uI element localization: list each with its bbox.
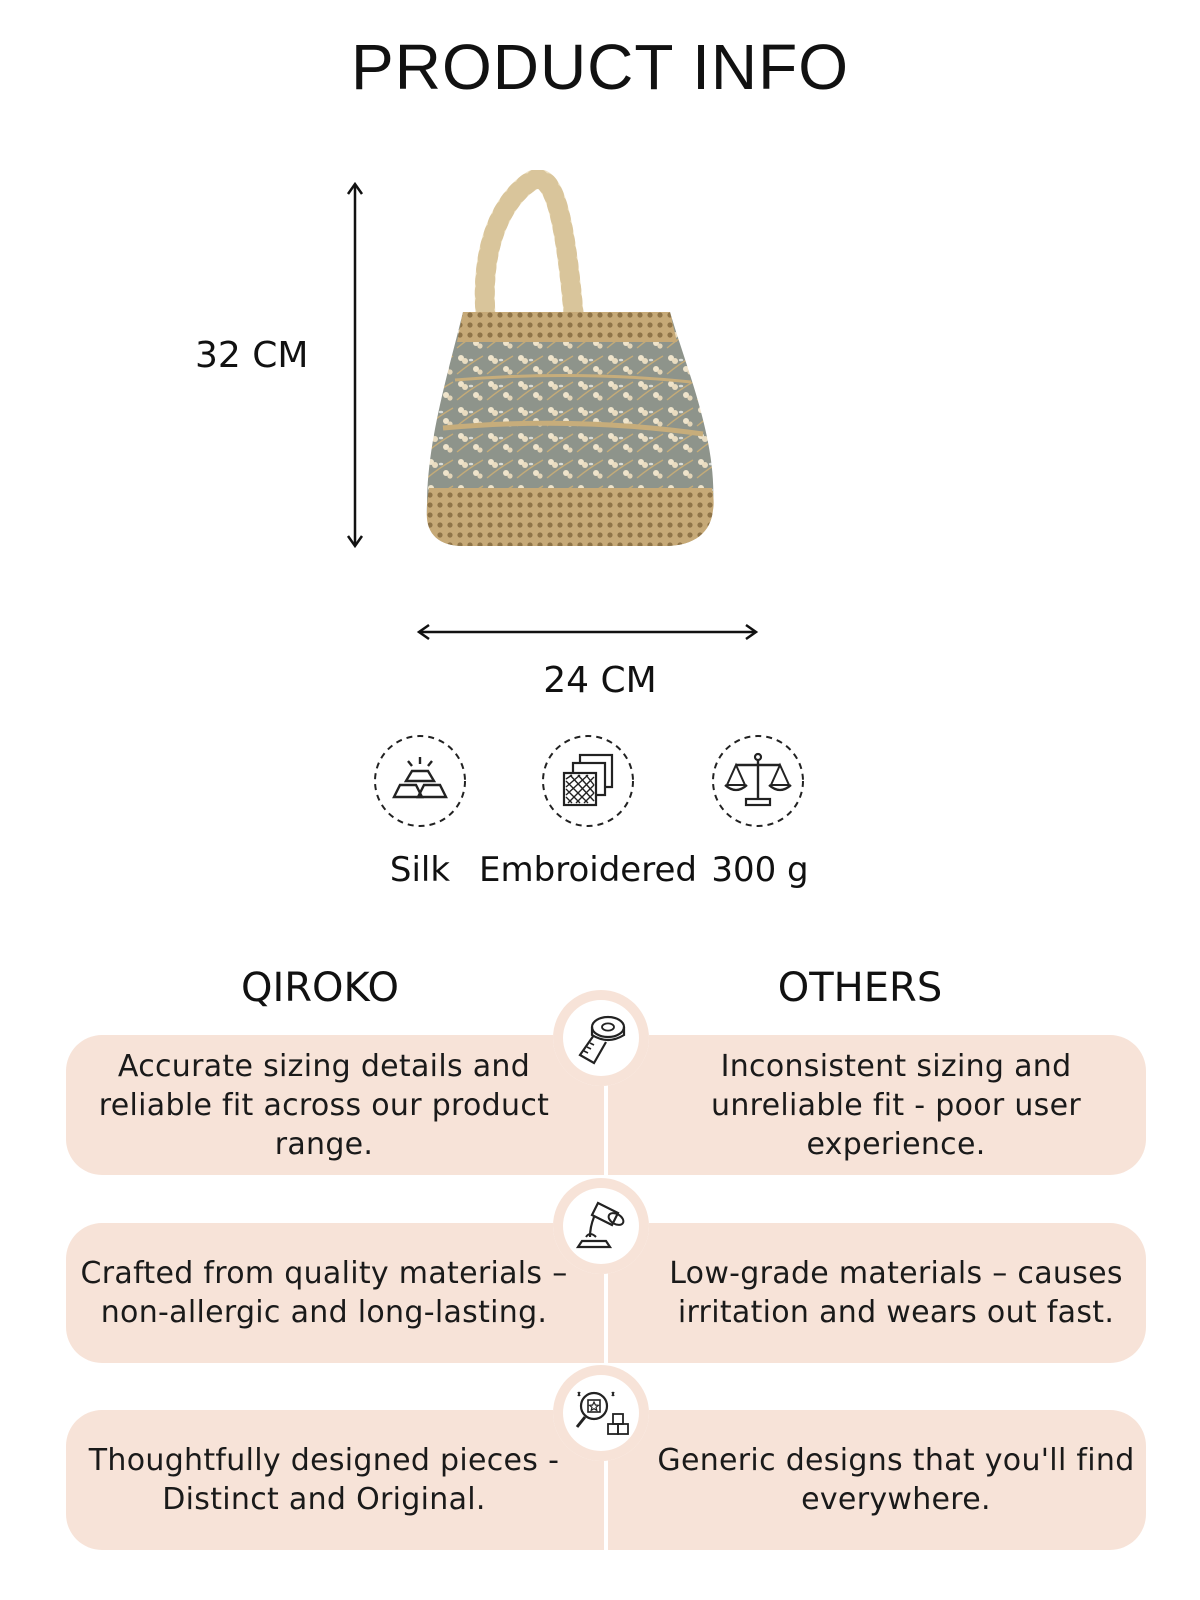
others-design-text: Generic designs that you'll find everywh…: [657, 1443, 1135, 1517]
feature-silk: [372, 733, 468, 829]
feature-label-weight: 300 g: [711, 850, 809, 890]
materials-badge: [553, 1178, 649, 1274]
others-materials-text: Low-grade materials – causes irritation …: [669, 1256, 1123, 1330]
comparison-row-sizing: Accurate sizing details and reliable fit…: [66, 1035, 1146, 1175]
sizing-badge: [553, 990, 649, 1086]
row-divider: [604, 1410, 608, 1550]
silk-bars-icon: [374, 735, 466, 827]
design-magnifier-icon: [575, 1391, 629, 1435]
height-label: 32 CM: [195, 335, 309, 376]
measuring-tape-icon: [578, 1015, 626, 1065]
page-title: PRODUCT INFO: [351, 31, 849, 103]
width-dimension-arrow: [416, 623, 759, 641]
others-heading: OTHERS: [777, 965, 943, 1011]
others-sizing-text: Inconsistent sizing and unreliable fit -…: [711, 1048, 1081, 1162]
feature-label-silk: Silk: [389, 850, 451, 890]
feature-label-embroidered: Embroidered: [479, 850, 697, 890]
embroidered-fabric-icon: [542, 735, 634, 827]
weight-scale-icon: [712, 735, 804, 827]
qiroko-materials-text: Crafted from quality materials – non-all…: [80, 1256, 568, 1330]
height-dimension-arrow: [346, 181, 364, 549]
design-badge: [553, 1365, 649, 1461]
feature-embroidered: [540, 733, 636, 829]
material-pour-icon: [575, 1201, 625, 1249]
row-divider: [604, 1035, 608, 1175]
feature-weight: [710, 733, 806, 829]
width-label: 24 CM: [543, 660, 657, 701]
row-divider: [604, 1223, 608, 1363]
qiroko-design-text: Thoughtfully designed pieces - Distinct …: [88, 1443, 560, 1517]
product-image: [426, 170, 714, 546]
qiroko-heading: QIROKO: [240, 965, 400, 1011]
qiroko-sizing-text: Accurate sizing details and reliable fit…: [98, 1048, 550, 1162]
